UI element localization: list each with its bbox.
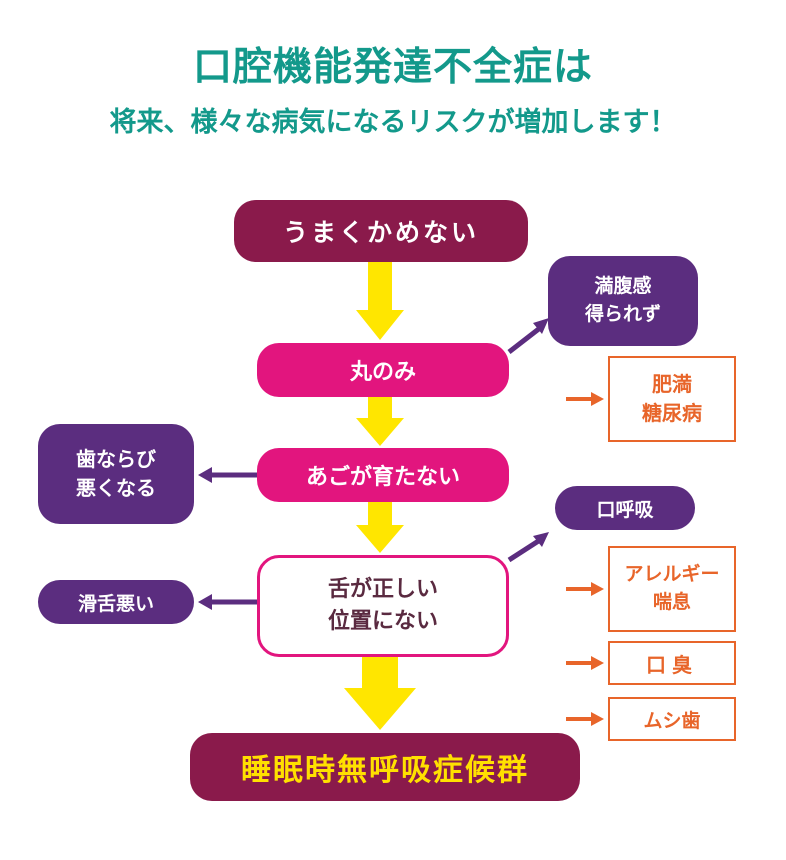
side-arrow-mouth (507, 537, 542, 563)
swallow-whole-box: 丸のみ (257, 343, 509, 397)
page-subtitle: 将来、様々な病気になるリスクが増加します！ (109, 107, 677, 138)
bad-teeth-alignment-box: 歯ならび 悪くなる (38, 424, 194, 524)
cannot-chew-box: うまくかめない (234, 200, 528, 262)
tongue-position-box: 舌が正しい 位置にない (257, 555, 509, 657)
bad-breath-box: 口臭 (608, 641, 736, 685)
page-title: 口腔機能発達不全症は (192, 45, 593, 90)
cavities-box: ムシ歯 (608, 697, 736, 741)
flow-arrow-4 (344, 657, 416, 730)
poor-articulation-box: 滑舌悪い (38, 580, 194, 624)
no-fullness-box: 満腹感 得られず (548, 256, 698, 346)
obesity-diabetes-box: 肥満 糖尿病 (608, 356, 736, 442)
side-arrow-fullness (507, 326, 542, 354)
jaw-not-developing-box: あごが育たない (257, 448, 509, 502)
allergy-asthma-box: アレルギー 喘息 (608, 546, 736, 632)
mouth-breathing-box: 口呼吸 (555, 486, 695, 530)
flow-arrow-2 (356, 397, 404, 446)
flow-arrow-1 (356, 262, 404, 340)
flow-arrow-3 (356, 502, 404, 553)
sleep-apnea-box: 睡眠時無呼吸症候群 (190, 733, 580, 801)
